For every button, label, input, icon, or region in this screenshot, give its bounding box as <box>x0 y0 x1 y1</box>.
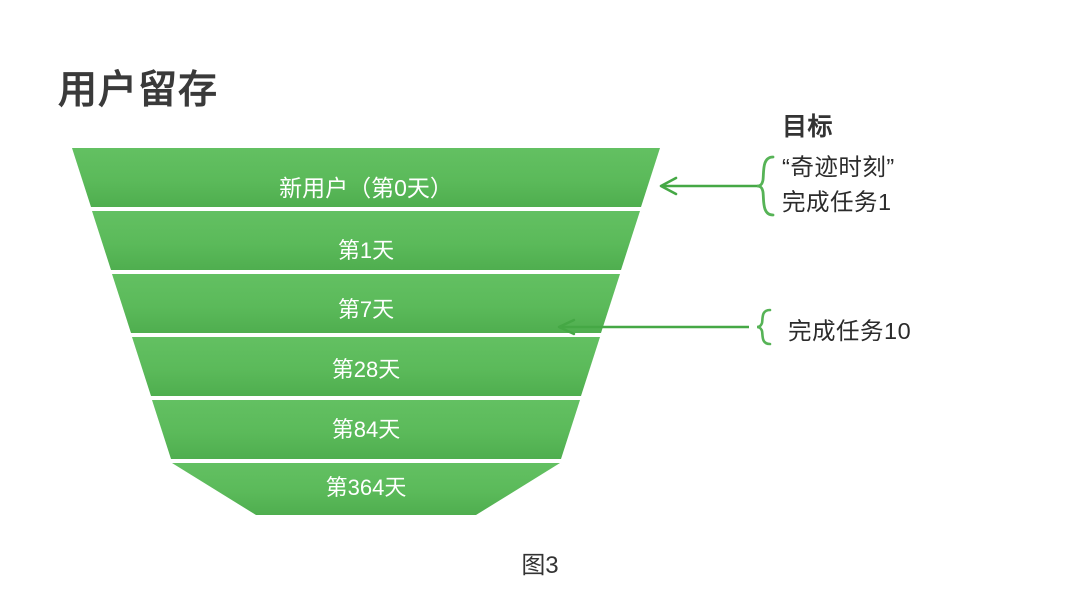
funnel-segment-shape <box>152 400 580 459</box>
curly-brace-icon <box>756 155 775 217</box>
funnel-segment-label: 第364天 <box>326 475 407 500</box>
annotation-connector-task10 <box>557 308 772 346</box>
funnel-segment-shape <box>132 337 600 396</box>
annotation-goal-line-1: “奇迹时刻” <box>782 154 895 180</box>
annotation-goal-heading: 目标 <box>782 113 834 141</box>
funnel-segment[interactable]: 第28天 <box>132 337 600 396</box>
figure-caption: 图3 <box>521 552 559 579</box>
funnel-segments: 新用户（第0天） 第1天 第7天 第28天 第84天 <box>72 148 660 515</box>
funnel-segment-shape <box>172 463 560 515</box>
arrow-left-head-icon <box>659 176 678 196</box>
funnel-segment[interactable]: 第1天 <box>92 211 640 270</box>
funnel-segment[interactable]: 第364天 <box>172 463 560 515</box>
annotation-connector-goal <box>659 155 775 217</box>
funnel-segment-label: 新用户（第0天） <box>279 175 453 201</box>
annotation-goal-line-2: 完成任务1 <box>782 189 892 215</box>
funnel-segment-shape <box>72 148 660 207</box>
funnel-segment-label: 第7天 <box>338 297 394 322</box>
funnel-segment[interactable]: 新用户（第0天） <box>72 148 660 207</box>
funnel-segment-shape <box>92 211 640 270</box>
funnel-segment[interactable]: 第7天 <box>112 274 620 333</box>
funnel-segment-shape <box>112 274 620 333</box>
funnel-segment-label: 第1天 <box>338 238 394 263</box>
funnel-segment-label: 第84天 <box>332 417 400 442</box>
arrow-left-head-icon <box>557 318 576 336</box>
funnel-segment[interactable]: 第84天 <box>152 400 580 459</box>
funnel-segment-label: 第28天 <box>332 357 400 382</box>
page-title: 用户留存 <box>58 69 219 112</box>
annotation-task10-line-1: 完成任务10 <box>788 318 912 344</box>
curly-brace-icon <box>756 308 772 346</box>
